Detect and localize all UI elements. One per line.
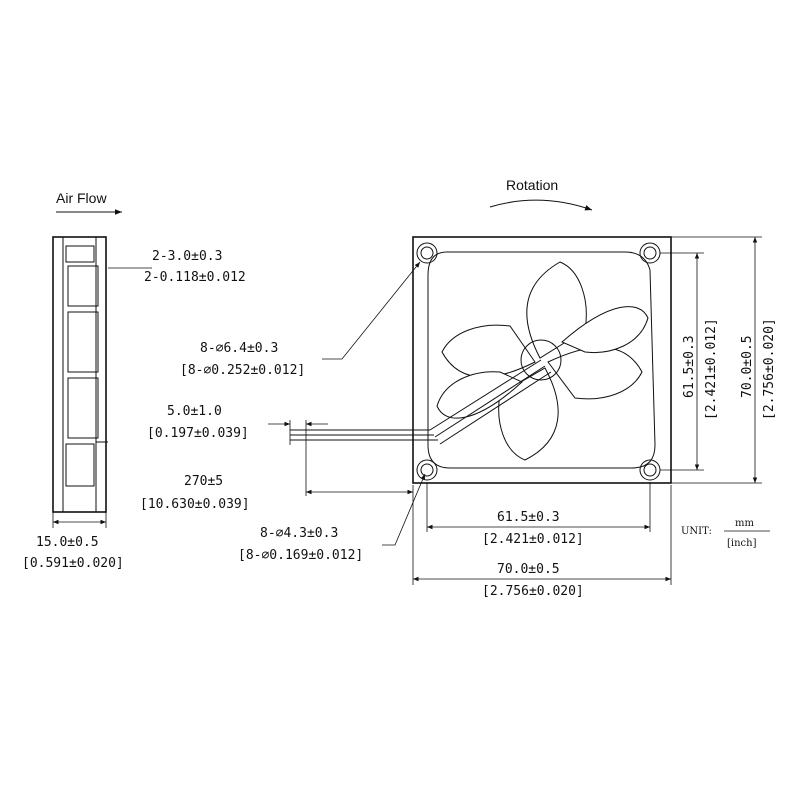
height-inch: [2.756±0.020] bbox=[762, 318, 777, 420]
blade-5 bbox=[561, 306, 649, 354]
right-dimensions bbox=[660, 236, 762, 484]
hole-top-right-outer bbox=[639, 242, 661, 264]
hole-top-right-inner bbox=[643, 246, 657, 260]
fan-blades bbox=[436, 261, 649, 461]
blade-4 bbox=[441, 324, 536, 378]
unit-inch: [inch] bbox=[727, 538, 757, 549]
lead-wires bbox=[268, 420, 438, 496]
unit-prefix: UNIT: bbox=[681, 526, 712, 537]
side-blade-mid bbox=[67, 311, 99, 373]
hole-pitch-h-mm: 61.5±0.3 bbox=[497, 510, 560, 525]
hole-bottom-right-outer bbox=[639, 459, 661, 481]
big-hole-leader bbox=[322, 261, 421, 360]
hole-bottom-left-outer bbox=[416, 459, 438, 481]
rotation-arrow bbox=[489, 199, 593, 211]
height-mm: 70.0±0.5 bbox=[740, 335, 755, 398]
air-flow-label: Air Flow bbox=[56, 190, 107, 206]
small-hole-inch: [8-⌀0.169±0.012] bbox=[238, 548, 363, 563]
hole-pitch-v-mm: 61.5±0.3 bbox=[682, 335, 697, 398]
small-hole-leader bbox=[382, 473, 426, 546]
fan-inner-frame bbox=[427, 251, 656, 469]
width-mm: 70.0±0.5 bbox=[497, 562, 560, 577]
hole-top-left-inner bbox=[420, 246, 434, 260]
unit-note: UNIT: mm [inch] bbox=[681, 518, 770, 549]
hole-pitch-h-inch: [2.421±0.012] bbox=[482, 532, 584, 547]
small-hole-mm: 8-⌀4.3±0.3 bbox=[260, 526, 338, 541]
lead-wire-strut-3 bbox=[439, 371, 552, 445]
blade-6 bbox=[436, 371, 523, 419]
front-view: Rotation bbox=[412, 177, 672, 484]
big-hole-inch: [8-⌀0.252±0.012] bbox=[180, 363, 305, 378]
lead-wire-strut-1 bbox=[429, 359, 542, 431]
thickness-inch: [0.591±0.020] bbox=[22, 556, 124, 571]
lead-length-mm: 270±5 bbox=[184, 474, 223, 489]
side-blade-top bbox=[67, 265, 99, 307]
strip-length-mm: 5.0±1.0 bbox=[167, 404, 222, 419]
unit-mm: mm bbox=[735, 518, 754, 529]
side-frame-outline bbox=[52, 236, 107, 513]
side-view: Air Flow bbox=[52, 190, 152, 528]
bottom-dimensions bbox=[412, 482, 672, 585]
fan-hub bbox=[520, 339, 562, 381]
blade-3 bbox=[498, 367, 559, 461]
blade-2 bbox=[547, 346, 643, 400]
fan-frame-outline bbox=[412, 236, 672, 484]
hole-top-left-outer bbox=[416, 242, 438, 264]
lead-wire-strut-2 bbox=[434, 365, 546, 438]
thickness-mm: 15.0±0.5 bbox=[36, 535, 99, 550]
side-hub-top bbox=[65, 245, 95, 263]
hole-leaders bbox=[322, 261, 426, 546]
side-blade-low bbox=[67, 377, 99, 439]
rotation-label: Rotation bbox=[506, 177, 558, 193]
hole-bottom-left-inner bbox=[420, 463, 434, 477]
side-hub-bottom bbox=[65, 443, 95, 487]
big-hole-mm: 8-⌀6.4±0.3 bbox=[200, 341, 278, 356]
frame-thickness-inch: 2-0.118±0.012 bbox=[144, 270, 246, 285]
strip-length-inch: [0.197±0.039] bbox=[147, 426, 249, 441]
lead-length-inch: [10.630±0.039] bbox=[140, 497, 250, 512]
hole-bottom-right-inner bbox=[643, 463, 657, 477]
width-inch: [2.756±0.020] bbox=[482, 584, 584, 599]
hole-pitch-v-inch: [2.421±0.012] bbox=[704, 318, 719, 420]
frame-thickness-mm: 2-3.0±0.3 bbox=[152, 249, 222, 264]
